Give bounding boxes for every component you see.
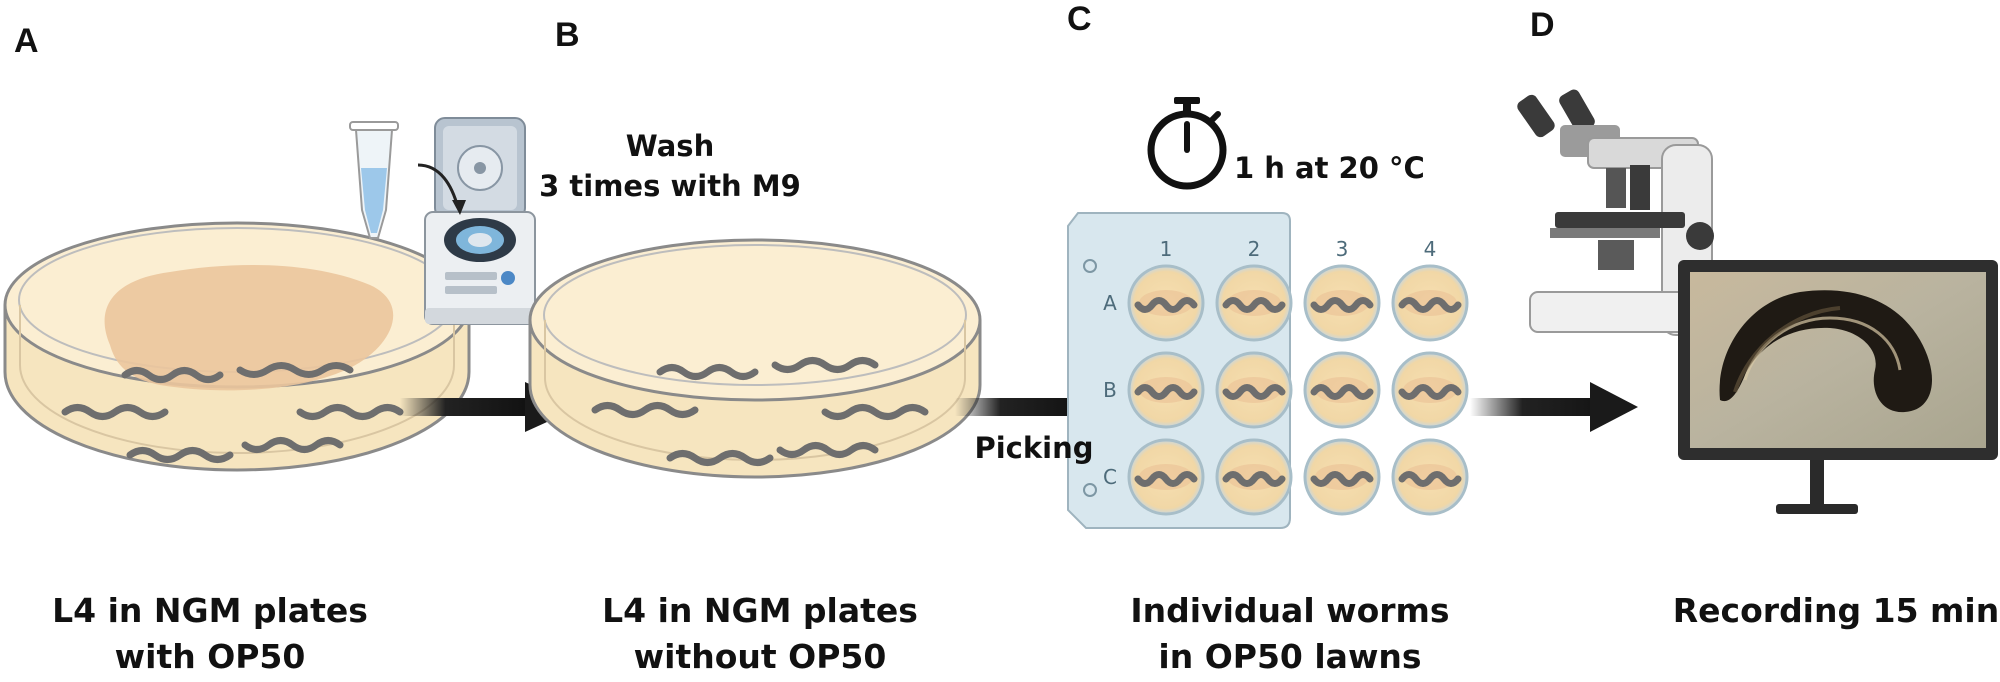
column-label: 2 <box>1248 237 1261 261</box>
worm-icon <box>1398 471 1462 487</box>
worm-icon <box>1134 384 1198 400</box>
column-label: 4 <box>1424 237 1437 261</box>
worm-icon <box>821 404 929 420</box>
caption-a-line-1: L4 in NGM plates <box>52 591 368 630</box>
worm-icon <box>1134 297 1198 313</box>
petri-dish-a <box>3 221 471 472</box>
worm-icon <box>1398 297 1462 313</box>
column-label: 1 <box>1160 237 1173 261</box>
picking-label: Picking <box>974 431 1094 465</box>
worm-icon <box>1310 471 1374 487</box>
centrifuge-icon <box>424 117 536 325</box>
worm-icon <box>666 450 774 466</box>
bacterial-lawn <box>104 265 394 391</box>
panel-label-b: B <box>555 16 580 54</box>
panel-label-c: C <box>1067 0 1092 38</box>
arrow-icon <box>1470 382 1638 432</box>
well-grid: 1 2 3 4A B C <box>1103 237 1469 516</box>
monitor-icon <box>1678 260 1998 514</box>
row-label: A <box>1103 291 1117 315</box>
stopwatch-icon <box>1147 97 1227 190</box>
worm-icon <box>126 447 234 463</box>
petri-dish-b <box>528 238 982 479</box>
row-label: B <box>1103 378 1117 402</box>
worm-icon <box>591 402 699 418</box>
worm-icon <box>236 362 354 378</box>
worm-icon <box>1134 471 1198 487</box>
caption-b-line-2: without OP50 <box>633 637 887 676</box>
worm-micrograph <box>1719 290 1932 413</box>
caption-a-line-2: with OP50 <box>114 637 306 676</box>
panel-label-d: D <box>1530 6 1555 44</box>
panel-label-a: A <box>14 22 39 60</box>
wash-line-1: Wash <box>625 129 715 163</box>
caption-c-line-2: in OP50 lawns <box>1158 637 1422 676</box>
worm-group-a <box>61 362 404 463</box>
incubation-label: 1 h at 20 °C <box>1234 151 1425 185</box>
worm-icon <box>776 442 879 458</box>
worm-icon <box>1222 471 1286 487</box>
worm-icon <box>241 437 344 453</box>
worm-group-b <box>591 357 929 466</box>
wash-line-2: 3 times with M9 <box>539 169 801 203</box>
worm-icon <box>771 357 879 373</box>
caption-c-line-1: Individual worms <box>1130 591 1450 630</box>
worm-icon <box>1398 384 1462 400</box>
column-label: 3 <box>1336 237 1349 261</box>
worm-icon <box>656 364 759 380</box>
centrifuge-arrow <box>417 163 466 215</box>
worm-icon <box>1222 384 1286 400</box>
worm-icon <box>121 367 224 383</box>
worm-icon <box>296 404 404 420</box>
worm-icon <box>61 404 169 420</box>
row-label: C <box>1103 465 1117 489</box>
worm-icon <box>1310 297 1374 313</box>
caption-b-line-1: L4 in NGM plates <box>602 591 918 630</box>
tube-icon <box>349 121 399 239</box>
worm-icon <box>1310 384 1374 400</box>
worm-icon <box>1222 297 1286 313</box>
caption-d: Recording 15 min <box>1672 591 2000 630</box>
